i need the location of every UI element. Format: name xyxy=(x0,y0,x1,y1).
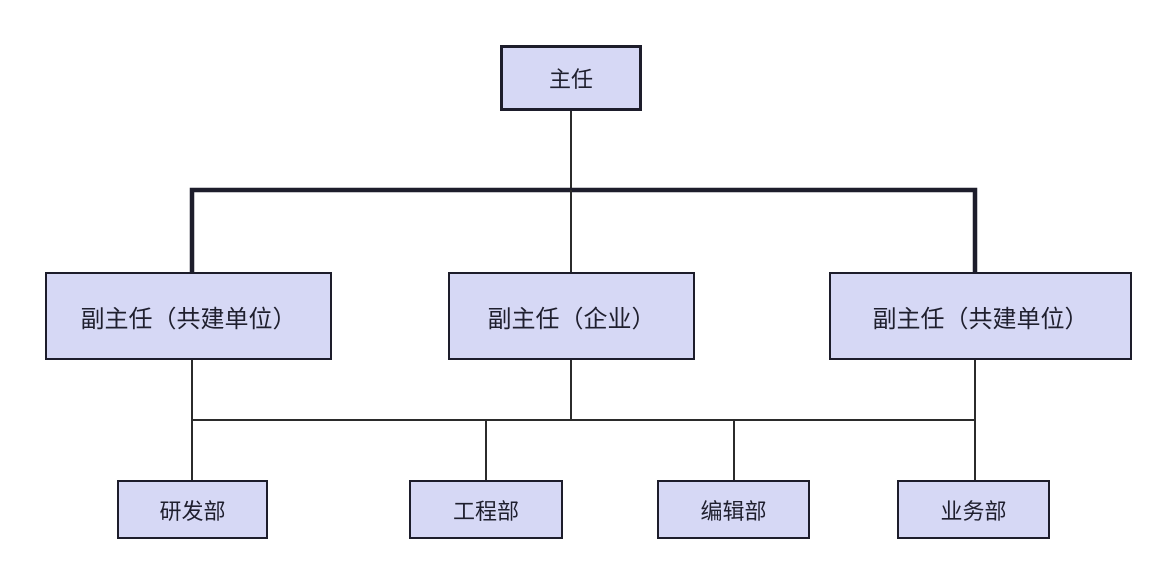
node-dept-business: 业务部 xyxy=(897,480,1050,539)
node-dept-rd: 研发部 xyxy=(117,480,268,539)
node-deputy-left: 副主任（共建单位） xyxy=(45,272,332,360)
node-dept-editorial-label: 编辑部 xyxy=(700,499,767,525)
node-deputy-right: 副主任（共建单位） xyxy=(829,272,1132,360)
node-deputy-center: 副主任（企业） xyxy=(448,272,695,360)
node-director-label: 主任 xyxy=(548,68,593,93)
connector-top-bracket xyxy=(189,187,978,272)
node-dept-engineering: 工程部 xyxy=(409,480,563,539)
node-dept-rd-label: 研发部 xyxy=(159,499,226,525)
node-deputy-left-label: 副主任（共建单位） xyxy=(80,304,297,333)
node-dept-editorial: 编辑部 xyxy=(657,480,810,539)
node-deputy-right-label: 副主任（共建单位） xyxy=(872,304,1089,333)
node-deputy-center-label: 副主任（企业） xyxy=(487,304,656,333)
node-dept-engineering-label: 工程部 xyxy=(452,499,519,525)
node-director: 主任 xyxy=(500,45,642,111)
node-dept-business-label: 业务部 xyxy=(940,499,1007,525)
